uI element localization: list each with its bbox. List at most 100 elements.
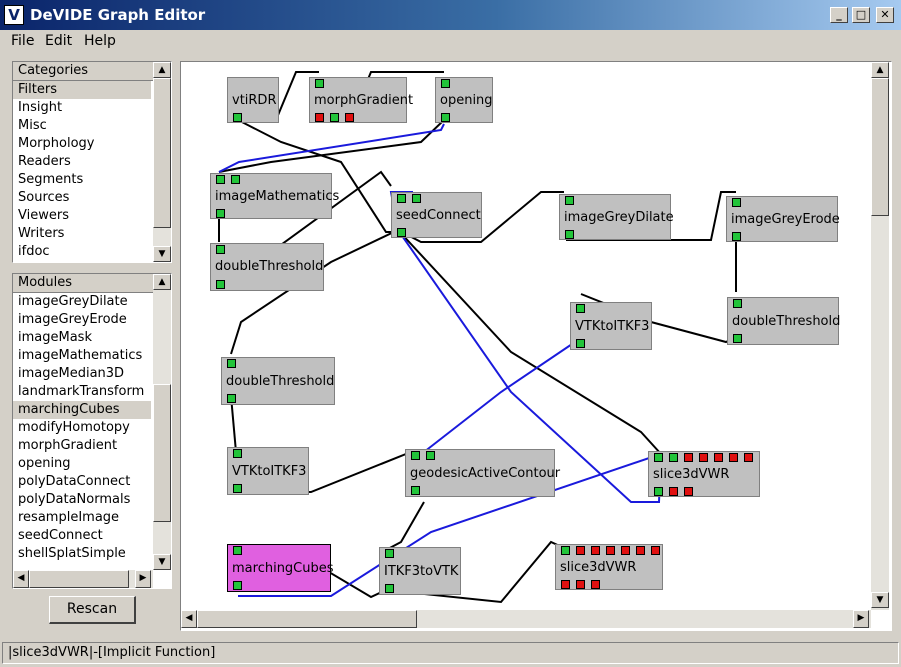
output-port-unconnected[interactable]: [345, 113, 354, 122]
output-port[interactable]: [233, 113, 242, 122]
modules-item[interactable]: marchingCubes: [13, 401, 151, 419]
scroll-thumb[interactable]: [29, 570, 129, 588]
output-port[interactable]: [233, 581, 242, 590]
node-slice3dvwr-1[interactable]: slice3dVWR: [648, 451, 760, 497]
output-port-unconnected[interactable]: [669, 487, 678, 496]
menu-edit[interactable]: Edit: [45, 33, 73, 49]
input-port-unconnected[interactable]: [576, 546, 585, 555]
input-port[interactable]: [231, 175, 240, 184]
input-port[interactable]: [233, 546, 242, 555]
modules-item[interactable]: polyDataNormals: [18, 492, 131, 507]
node-doublethreshold-3[interactable]: doubleThreshold: [221, 357, 335, 405]
scroll-up-icon[interactable]: ▲: [153, 62, 171, 78]
modules-item[interactable]: modifyHomotopy: [18, 420, 130, 435]
scroll-left-icon[interactable]: ◀: [181, 610, 197, 628]
node-vtirdr[interactable]: vtiRDR: [227, 77, 279, 123]
input-port-unconnected[interactable]: [699, 453, 708, 462]
close-button[interactable]: ✕: [876, 7, 894, 23]
node-morphgradient[interactable]: morphGradient: [309, 77, 413, 123]
scroll-left-icon[interactable]: ◀: [13, 570, 29, 588]
input-port-unconnected[interactable]: [606, 546, 615, 555]
output-port[interactable]: [233, 484, 242, 493]
node-imagegreyerode[interactable]: imageGreyErode: [726, 196, 840, 242]
categories-item[interactable]: Filters: [13, 81, 151, 99]
scroll-down-icon[interactable]: ▼: [871, 592, 889, 608]
node-opening[interactable]: opening: [435, 77, 493, 123]
output-port[interactable]: [565, 230, 574, 239]
input-port[interactable]: [733, 299, 742, 308]
scroll-thumb[interactable]: [153, 384, 171, 522]
output-port[interactable]: [411, 486, 420, 495]
output-port[interactable]: [397, 228, 406, 237]
scroll-up-icon[interactable]: ▲: [871, 62, 889, 78]
node-imagemathematics[interactable]: imageMathematics: [210, 173, 339, 219]
categories-item[interactable]: Sources: [18, 190, 70, 205]
input-port[interactable]: [576, 304, 585, 313]
modules-item[interactable]: opening: [18, 456, 71, 471]
modules-item[interactable]: resampleImage: [18, 510, 120, 525]
node-itkf3tovtk[interactable]: ITKF3toVTK: [379, 547, 461, 595]
node-seedconnect[interactable]: seedConnect: [391, 192, 482, 238]
modules-item[interactable]: shellSplatSimple: [18, 546, 126, 561]
input-port-unconnected[interactable]: [651, 546, 660, 555]
menu-file[interactable]: File: [11, 33, 35, 49]
scroll-right-icon[interactable]: ▶: [135, 570, 151, 588]
node-slice3dvwr-2[interactable]: slice3dVWR: [555, 544, 663, 590]
categories-header[interactable]: Categories: [13, 62, 156, 81]
input-port-unconnected[interactable]: [621, 546, 630, 555]
node-vtktoitkf3-1[interactable]: VTKtoITKF3: [570, 302, 652, 350]
input-port[interactable]: [385, 549, 394, 558]
input-port-unconnected[interactable]: [684, 453, 693, 462]
input-port[interactable]: [227, 359, 236, 368]
input-port[interactable]: [561, 546, 570, 555]
scroll-up-icon[interactable]: ▲: [153, 274, 171, 290]
rescan-button[interactable]: Rescan: [49, 596, 136, 624]
input-port-unconnected[interactable]: [591, 546, 600, 555]
modules-hscrollbar[interactable]: ◀ ▶: [13, 570, 153, 588]
input-port[interactable]: [397, 194, 406, 203]
minimize-button[interactable]: _: [830, 7, 848, 23]
input-port[interactable]: [441, 79, 450, 88]
output-port-unconnected[interactable]: [315, 113, 324, 122]
scroll-right-icon[interactable]: ▶: [853, 610, 869, 628]
node-doublethreshold-1[interactable]: doubleThreshold: [210, 243, 324, 291]
scroll-thumb[interactable]: [871, 78, 889, 216]
modules-item[interactable]: imageMathematics: [18, 348, 143, 363]
modules-item[interactable]: imageMedian3D: [18, 366, 125, 381]
input-port-unconnected[interactable]: [744, 453, 753, 462]
categories-item[interactable]: Misc: [18, 118, 47, 133]
canvas-hscrollbar[interactable]: ◀ ▶: [181, 610, 871, 628]
input-port[interactable]: [412, 194, 421, 203]
scroll-down-icon[interactable]: ▼: [153, 246, 171, 262]
output-port[interactable]: [441, 113, 450, 122]
canvas-vscrollbar[interactable]: ▲ ▼: [871, 62, 889, 610]
input-port[interactable]: [732, 198, 741, 207]
input-port[interactable]: [565, 196, 574, 205]
input-port[interactable]: [233, 449, 242, 458]
output-port[interactable]: [216, 280, 225, 289]
categories-item[interactable]: ifdoc: [18, 244, 50, 259]
categories-item[interactable]: Writers: [18, 226, 65, 241]
categories-item[interactable]: Insight: [18, 100, 63, 115]
input-port[interactable]: [426, 451, 435, 460]
output-port-unconnected[interactable]: [591, 580, 600, 589]
input-port-unconnected[interactable]: [714, 453, 723, 462]
categories-item[interactable]: Morphology: [18, 136, 95, 151]
output-port[interactable]: [733, 334, 742, 343]
input-port[interactable]: [654, 453, 663, 462]
input-port[interactable]: [411, 451, 420, 460]
categories-item[interactable]: Viewers: [18, 208, 69, 223]
output-port-unconnected[interactable]: [684, 487, 693, 496]
input-port[interactable]: [216, 245, 225, 254]
input-port[interactable]: [669, 453, 678, 462]
scroll-thumb[interactable]: [197, 610, 417, 628]
input-port[interactable]: [216, 175, 225, 184]
output-port-unconnected[interactable]: [576, 580, 585, 589]
modules-item[interactable]: imageMask: [18, 330, 92, 345]
categories-item[interactable]: Readers: [18, 154, 71, 169]
output-port[interactable]: [654, 487, 663, 496]
output-port[interactable]: [385, 584, 394, 593]
input-port[interactable]: [315, 79, 324, 88]
